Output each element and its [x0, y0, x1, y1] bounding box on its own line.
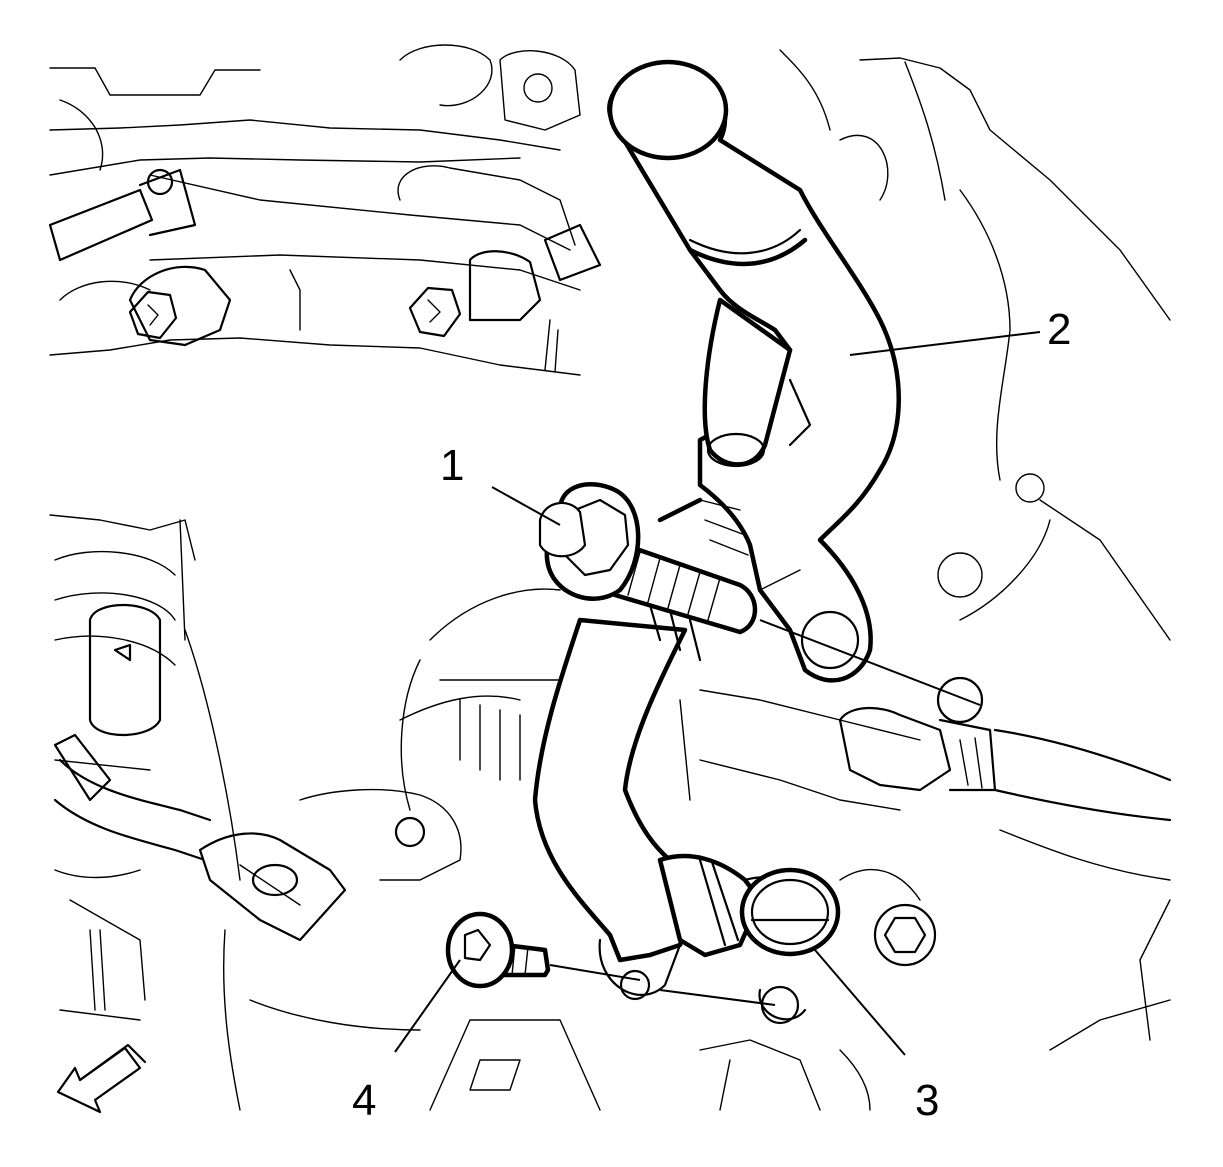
assembly-lines [549, 619, 984, 1006]
sensor-connector-right [838, 706, 1172, 822]
callout-4: 4 [352, 1076, 376, 1125]
callout-1: 1 [440, 441, 464, 490]
front-direction-arrow-icon [56, 1043, 147, 1114]
callout-3: 3 [915, 1076, 939, 1125]
seal-ring [739, 867, 841, 957]
fuel-injector-right [408, 223, 602, 338]
fuel-injector-left [48, 168, 232, 347]
engine-background [48, 44, 1172, 1111]
callout-leaders [394, 331, 1041, 1056]
lower-coolant-pipe [532, 603, 822, 1025]
coolant-pipe [607, 59, 901, 683]
screw-4 [445, 911, 551, 989]
callout-2: 2 [1047, 305, 1071, 354]
bolt-1 [538, 482, 758, 635]
